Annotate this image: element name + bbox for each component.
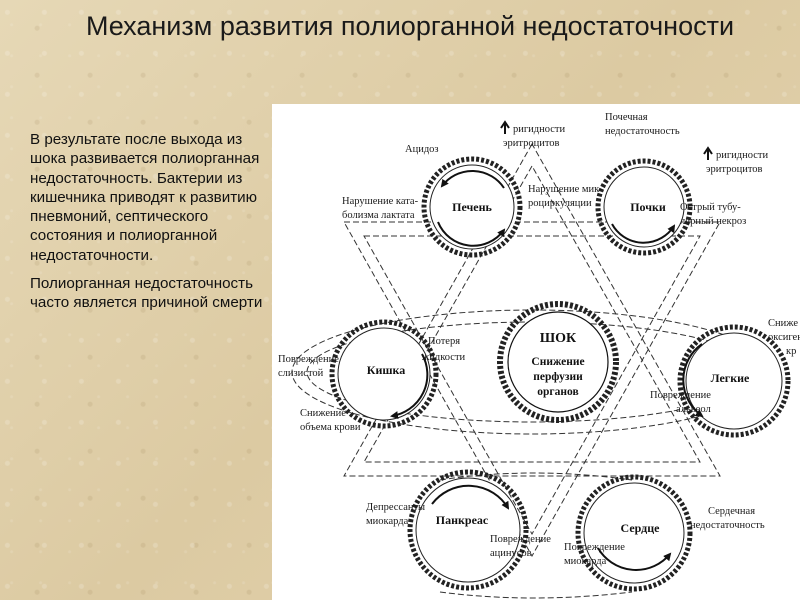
label-tubular-necrosis-b: лярный некроз bbox=[680, 216, 746, 227]
shock-line-1: Снижение bbox=[531, 356, 584, 368]
up-triangle-outer bbox=[343, 142, 721, 477]
label-rigidity-2a: ригидности bbox=[716, 150, 769, 161]
pancreas-ring bbox=[407, 469, 529, 591]
shock-line-2: перфузии bbox=[533, 371, 583, 383]
label-fluid-loss-b: жидкости bbox=[421, 352, 466, 363]
organ-intestine: Кишка bbox=[367, 363, 405, 377]
organ-liver: Печень bbox=[452, 200, 492, 214]
label-myocardial-depressants-a: Депрессанты bbox=[366, 502, 425, 513]
label-rigidity-1b: эритроцитов bbox=[503, 138, 560, 149]
label-acini-damage-b: ацинусов bbox=[490, 548, 532, 559]
bottom-band bbox=[439, 472, 633, 599]
liver-ring bbox=[421, 156, 523, 258]
label-myocardium-damage-b: миокарда bbox=[564, 556, 607, 567]
kidneys-ring bbox=[595, 158, 693, 256]
label-alveoli-damage-b: альвеол bbox=[676, 404, 711, 415]
peripheral-labels: Ацидоз ригидности эритроцитов Почечная н… bbox=[278, 112, 800, 567]
label-myocardial-depressants-b: миокарда bbox=[366, 516, 409, 527]
label-blood-volume-a: Снижение bbox=[300, 408, 346, 419]
down-triangle-outer bbox=[343, 221, 721, 558]
label-tubular-necrosis-a: Острый тубу- bbox=[680, 202, 741, 213]
shock-line-3: органов bbox=[537, 386, 578, 398]
body-text: В результате после выхода из шока развив… bbox=[30, 130, 275, 322]
shock-ring bbox=[497, 301, 619, 423]
paragraph-1: В результате после выхода из шока развив… bbox=[30, 131, 260, 264]
organ-pancreas: Панкреас bbox=[436, 513, 489, 527]
intestine-ring bbox=[329, 319, 439, 429]
slide-title: Механизм развития полиорганной недостато… bbox=[85, 11, 735, 41]
shock-title: ШОК bbox=[540, 331, 577, 346]
label-mucosa-damage-b: слизистой bbox=[278, 368, 324, 379]
label-oxygenation-a: Сниже bbox=[768, 318, 798, 329]
label-alveoli-damage-a: Повреждение bbox=[650, 390, 711, 401]
label-lactate-b: болизма лактата bbox=[342, 210, 415, 221]
mof-diagram: ШОК Снижение перфузии органов Печень Поч… bbox=[272, 104, 800, 600]
label-fluid-loss-a: Потеря bbox=[428, 336, 460, 347]
heart-ring bbox=[575, 474, 693, 592]
label-rigidity-1a: ригидности bbox=[513, 124, 566, 135]
label-oxygenation-b: оксигена bbox=[768, 332, 800, 343]
down-triangle-inner bbox=[363, 235, 701, 536]
paragraph-2: Полиорганная недостаточность часто являе… bbox=[30, 275, 263, 312]
label-rigidity-2b: эритроцитов bbox=[706, 164, 763, 175]
up-arrow-icon bbox=[703, 146, 713, 160]
organ-lungs: Легкие bbox=[711, 371, 750, 385]
label-heart-failure-a: Сердечная bbox=[708, 506, 755, 517]
label-microcirculation-b: роциркуляции bbox=[528, 198, 592, 209]
label-myocardium-damage-a: Повреждение bbox=[564, 542, 625, 553]
organ-heart: Сердце bbox=[621, 521, 661, 535]
lungs-ring bbox=[677, 324, 791, 438]
label-heart-failure-b: недостаточность bbox=[690, 520, 765, 531]
label-oxygenation-c: кр bbox=[786, 346, 796, 357]
label-lactate-a: Нарушение ката- bbox=[342, 196, 419, 207]
organ-rings bbox=[329, 156, 791, 592]
label-microcirculation-a: Нарушение мик- bbox=[528, 184, 603, 195]
label-blood-volume-b: объема крови bbox=[300, 422, 361, 433]
label-acini-damage-a: Повреждение bbox=[490, 534, 551, 545]
label-mucosa-damage-a: Повреждение bbox=[278, 354, 339, 365]
label-renal-failure-b: недостаточность bbox=[605, 126, 680, 137]
organ-kidneys: Почки bbox=[630, 200, 666, 214]
label-acidosis: Ацидоз bbox=[405, 144, 439, 155]
diagram-svg: ШОК Снижение перфузии органов Печень Поч… bbox=[278, 112, 800, 599]
up-arrow-icon bbox=[500, 120, 510, 134]
label-renal-failure-a: Почечная bbox=[605, 112, 648, 123]
